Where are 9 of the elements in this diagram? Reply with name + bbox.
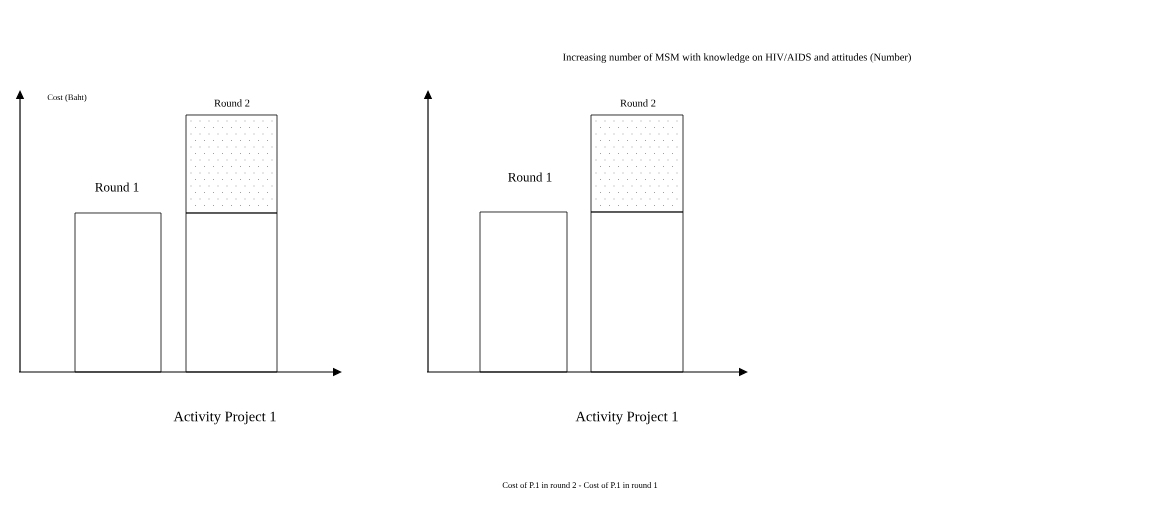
- footnote: Cost of P.1 in round 2 - Cost of P.1 in round 1: [502, 481, 658, 489]
- bar-label: Round 1: [95, 182, 139, 192]
- bar-label: Round 1: [508, 172, 552, 182]
- chart-title: Increasing number of MSM with knowledge on HIV/AIDS and attitudes (Number): [563, 53, 911, 63]
- axis-title: Cost (Baht): [47, 94, 87, 102]
- axis-caption: Activity Project 1: [173, 411, 276, 425]
- bar-label: Round 2: [620, 99, 656, 107]
- bar-label: Round 2: [214, 99, 250, 107]
- axis-caption: Activity Project 1: [575, 411, 678, 425]
